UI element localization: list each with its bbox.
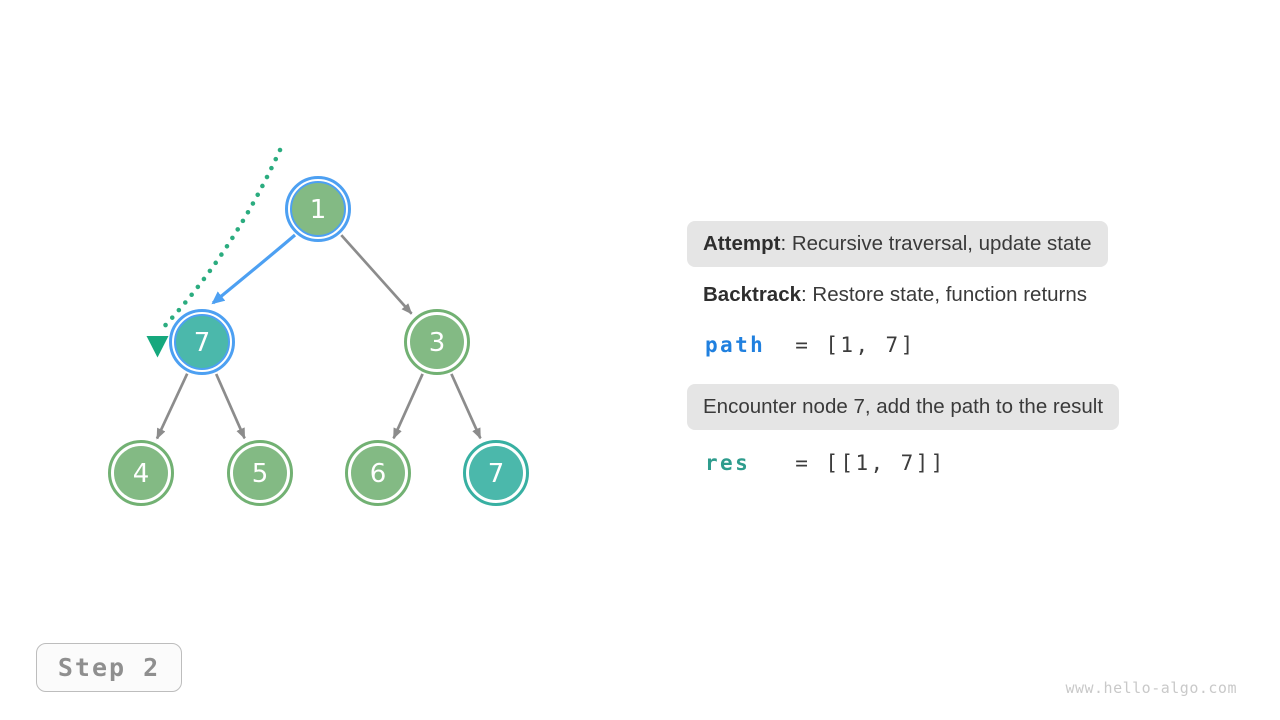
node-outer-ring bbox=[227, 440, 293, 506]
node-circle bbox=[351, 446, 405, 500]
edge-1-7-active bbox=[211, 233, 297, 305]
node-value: 1 bbox=[310, 195, 327, 225]
node-value: 3 bbox=[429, 328, 446, 358]
node-value: 4 bbox=[133, 459, 150, 489]
node-outer-ring bbox=[404, 309, 470, 375]
step-badge-label: Step 2 bbox=[57, 653, 161, 682]
attempt-note: Attempt: Recursive traversal, update sta… bbox=[687, 221, 1108, 267]
tree-node-1: 1 bbox=[285, 176, 351, 242]
path-variable-name: path bbox=[705, 333, 766, 357]
edge-1-3 bbox=[340, 234, 413, 315]
res-variable-name: res bbox=[705, 451, 751, 475]
attempt-text: : Recursive traversal, update state bbox=[780, 232, 1092, 255]
node-outer-ring bbox=[463, 440, 529, 506]
watermark: www.hello-algo.com bbox=[1065, 679, 1237, 697]
path-variable-value: = [1, 7] bbox=[765, 333, 916, 357]
node-value: 5 bbox=[252, 459, 269, 489]
node-outer-ring bbox=[108, 440, 174, 506]
res-variable-value: = [[1, 7]] bbox=[750, 451, 946, 475]
tree-node-6: 6 bbox=[345, 440, 411, 506]
node-outer-ring bbox=[345, 440, 411, 506]
backtrack-label: Backtrack bbox=[703, 283, 802, 306]
node-value: 7 bbox=[194, 328, 211, 358]
backtrack-dotted-curve bbox=[157, 147, 283, 334]
backtrack-arrowhead-icon bbox=[146, 336, 169, 358]
attempt-label: Attempt bbox=[703, 232, 781, 255]
node-circle bbox=[410, 315, 464, 369]
edge-3-6 bbox=[392, 373, 424, 440]
edge-7-4 bbox=[155, 373, 189, 440]
node-circle bbox=[114, 446, 168, 500]
node-value: 7 bbox=[488, 459, 505, 489]
node-circle bbox=[233, 446, 287, 500]
tree-node-3: 3 bbox=[404, 309, 470, 375]
tree-node-4: 4 bbox=[108, 440, 174, 506]
backtrack-text: : Restore state, function returns bbox=[801, 283, 1088, 306]
node-circle bbox=[290, 181, 346, 237]
step-badge: Step 2 bbox=[36, 643, 182, 692]
edge-3-7 bbox=[450, 373, 482, 440]
node-circle bbox=[174, 314, 230, 370]
tree-node-7-left: 7 bbox=[169, 309, 235, 375]
node-value: 6 bbox=[370, 459, 387, 489]
res-variable-line: res = [[1, 7]] bbox=[705, 440, 946, 486]
encounter-note: Encounter node 7, add the path to the re… bbox=[687, 384, 1120, 430]
backtrack-note: Backtrack: Restore state, function retur… bbox=[703, 272, 1087, 318]
tree-node-5: 5 bbox=[227, 440, 293, 506]
tree-node-7-right: 7 bbox=[463, 440, 529, 506]
edge-7-5 bbox=[214, 373, 246, 440]
node-outer-ring bbox=[285, 176, 351, 242]
node-outer-ring bbox=[169, 309, 235, 375]
node-circle bbox=[469, 446, 523, 500]
path-variable-line: path = [1, 7] bbox=[705, 322, 916, 368]
encounter-text: Encounter node 7, add the path to the re… bbox=[703, 395, 1104, 418]
